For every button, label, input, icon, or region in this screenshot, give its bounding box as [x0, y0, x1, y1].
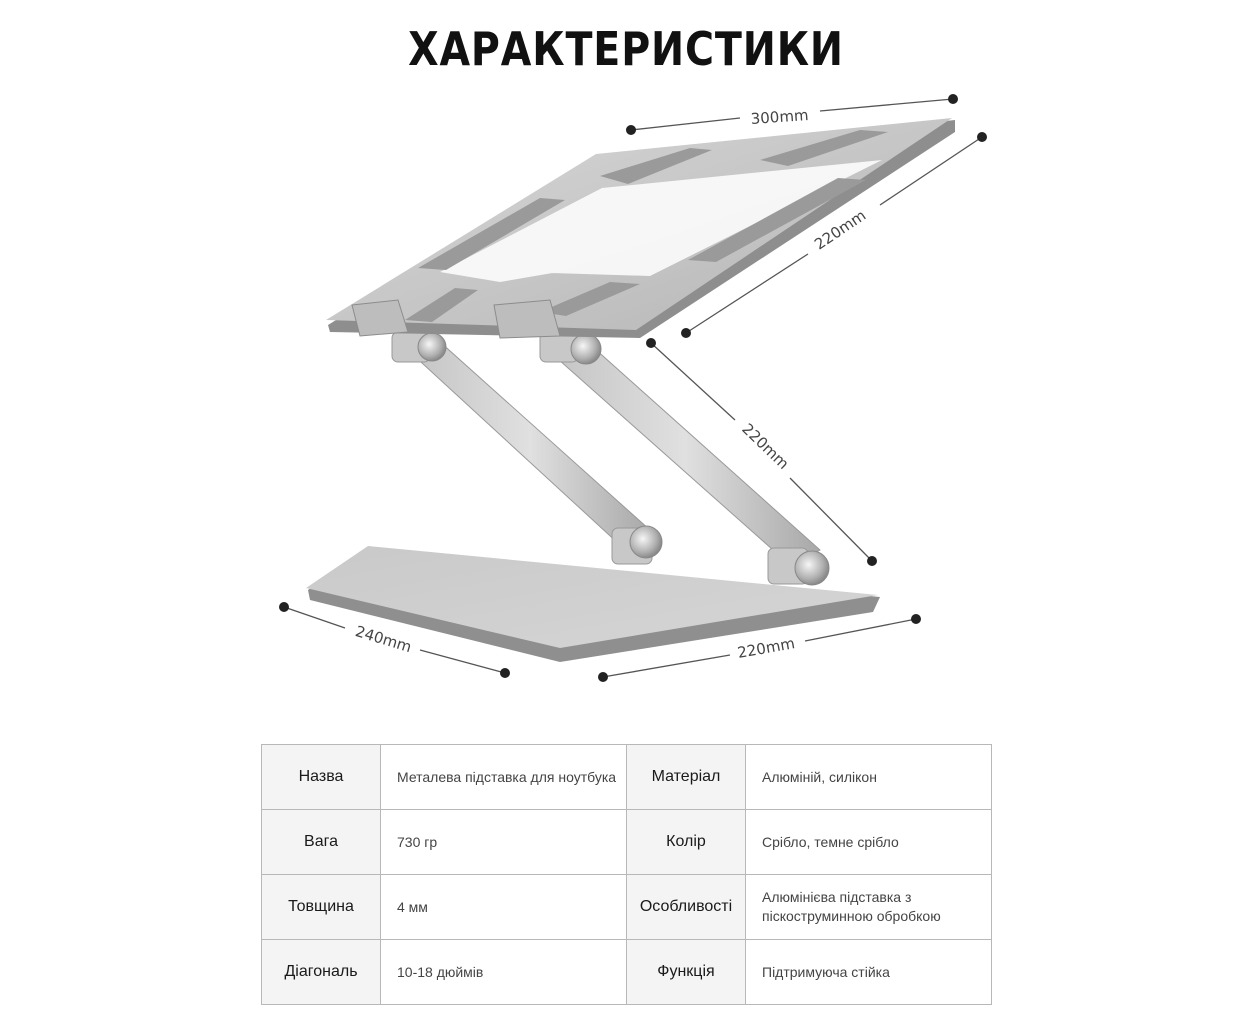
spec-label: Колір: [626, 809, 746, 875]
dimension-lines: [279, 94, 987, 682]
specs-table: Назва Металева підставка для ноутбука Ма…: [261, 744, 992, 1005]
spec-label: Діагональ: [261, 939, 381, 1005]
spec-value: 10-18 дюймів: [380, 939, 627, 1005]
dim-base-depth: 240mm: [353, 622, 414, 656]
spec-label: Особливості: [626, 874, 746, 940]
spec-value: Срібло, темне срібло: [745, 809, 992, 875]
spec-value: Алюміній, силікон: [745, 744, 992, 810]
spec-value: Алюмінієва підставка з піскоструминною о…: [745, 874, 992, 940]
table-row: Діагональ 10-18 дюймів Функція Підтримую…: [261, 939, 992, 1005]
dim-top-width: 300mm: [750, 106, 809, 128]
spec-value: 4 мм: [380, 874, 627, 940]
spec-value: 730 гр: [380, 809, 627, 875]
laptop-stand-illustration: 300mm 220mm 220mm 240mm 220mm: [279, 94, 987, 682]
support-arms: [391, 331, 830, 586]
base-plate: [306, 546, 880, 662]
spec-value: Металева підставка для ноутбука: [380, 744, 627, 810]
spec-label: Назва: [261, 744, 381, 810]
table-row: Товщина 4 мм Особливості Алюмінієва підс…: [261, 874, 992, 940]
spec-label: Матеріал: [626, 744, 746, 810]
top-plate: [326, 118, 955, 339]
dim-base-width: 220mm: [736, 634, 796, 662]
page-title: ХАРАКТЕРИСТИКИ: [408, 22, 844, 76]
table-row: Назва Металева підставка для ноутбука Ма…: [261, 744, 992, 810]
table-row: Вага 730 гр Колір Срібло, темне срібло: [261, 809, 992, 875]
dim-arm-length: 220mm: [738, 420, 792, 473]
spec-label: Товщина: [261, 874, 381, 940]
spec-value: Підтримуюча стійка: [745, 939, 992, 1005]
spec-label: Вага: [261, 809, 381, 875]
spec-label: Функція: [626, 939, 746, 1005]
